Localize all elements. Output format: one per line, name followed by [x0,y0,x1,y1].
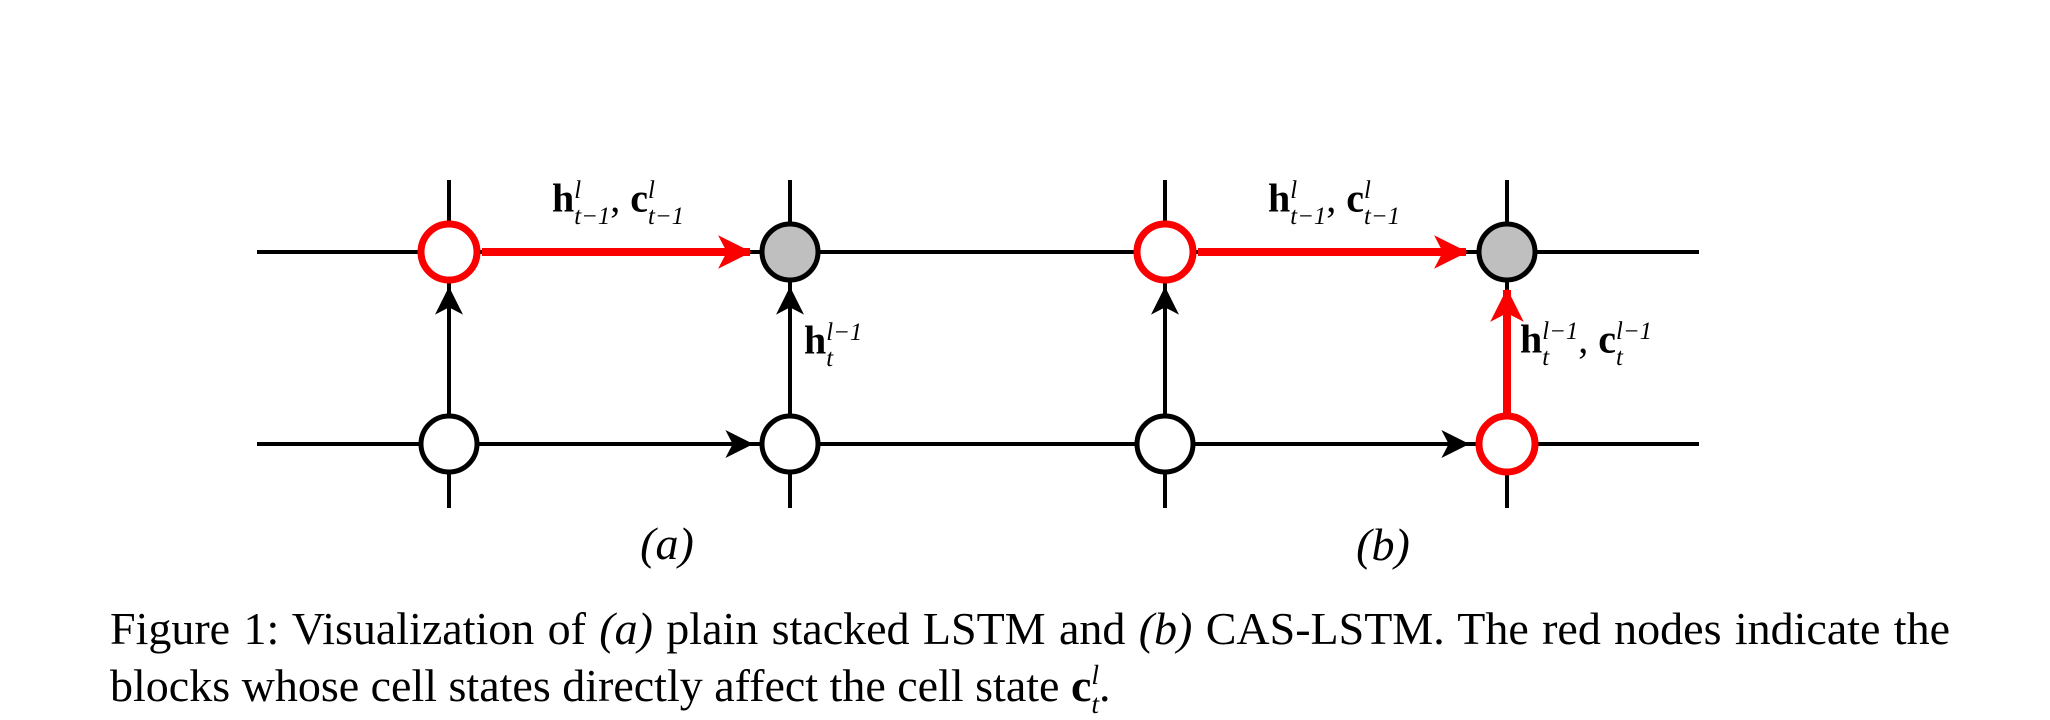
a-node-upper-current-gray [759,221,821,283]
caption-period: . [1099,660,1111,711]
a-node-lower-current [759,413,821,475]
math-sub: t−1 [1290,203,1327,230]
math-sup: l [1290,176,1298,204]
math-h: h [551,175,575,221]
caption-text: Figure 1: Visualization of [110,603,600,654]
b-node-lower-current-red [1475,412,1539,476]
math-sup: l [648,176,655,204]
math-c: c [1070,660,1092,711]
caption-line-2: blocks whose cell states directly affect… [110,657,1950,719]
math-sub: t [1542,344,1550,371]
math-sup: l [1091,659,1100,691]
diagram-a [257,180,982,508]
math-sub: t [1616,344,1623,371]
b-node-upper-prev-red [1133,220,1197,284]
math-sub: t−1 [1364,203,1401,230]
math-comma: , [610,175,631,221]
math-c: c [1346,175,1365,221]
math-comma: , [1326,175,1347,221]
math-c: c [630,175,649,221]
subfigure-label-a: (a) [640,518,694,569]
diagram-b [973,180,1699,508]
math-sup: l [574,176,582,204]
caption-italic-a: (a) [599,603,653,654]
math-sup: l−1 [1542,317,1579,345]
math-sub: t [1091,688,1100,720]
a-node-upper-prev-red [417,220,481,284]
math-h: h [804,317,827,363]
caption-text: CAS-LSTM. The red nodes indicate the [1192,603,1950,654]
a-node-lower-prev [418,413,480,475]
caption-line-1: Figure 1: Visualization of (a) plain sta… [110,600,1950,657]
math-sub: t [826,345,834,372]
caption-italic-b: (b) [1138,603,1193,654]
b-node-lower-prev [1134,413,1196,475]
math-sup: l−1 [1616,317,1653,345]
caption-text: blocks whose cell states directly affect… [110,660,1071,711]
math-h: h [1520,316,1543,362]
math-c: c [1598,316,1617,362]
caption-text: plain stacked LSTM and [652,603,1139,654]
math-sub: t−1 [648,203,685,230]
math-comma: , [1578,316,1599,362]
figure-caption: Figure 1: Visualization of (a) plain sta… [110,600,1950,719]
math-h: h [1267,175,1291,221]
math-sup: l [1364,176,1371,204]
math-sub: t−1 [574,203,611,230]
math-sup: l−1 [826,318,863,346]
subfigure-label-b: (b) [1356,519,1410,570]
b-node-upper-current-gray [1476,221,1538,283]
